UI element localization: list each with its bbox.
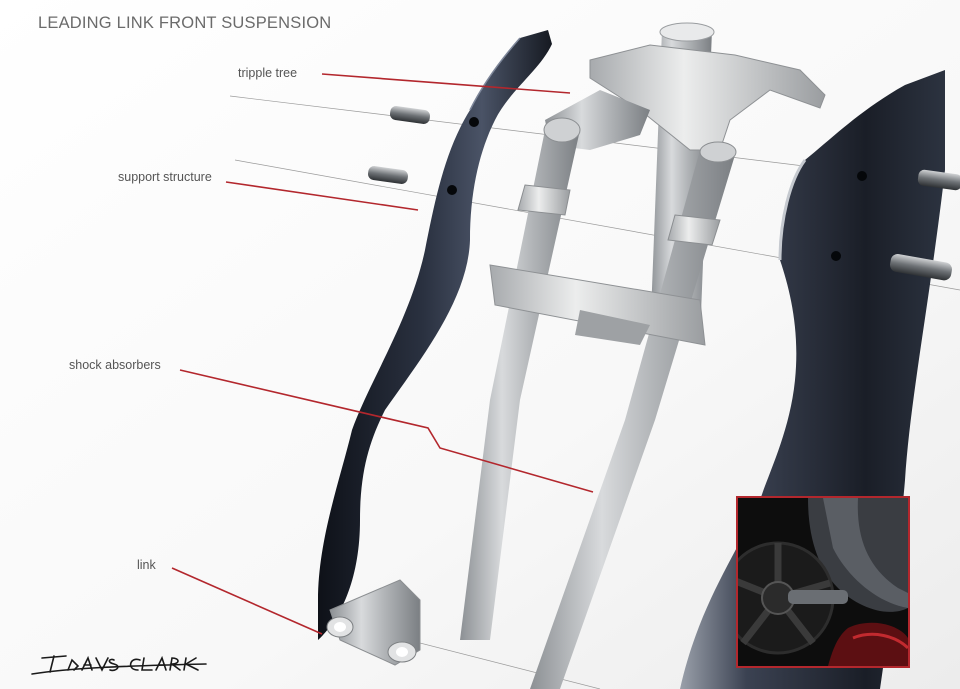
label-shock-absorbers: shock absorbers	[69, 358, 161, 372]
leader-line-tripple-tree	[321, 73, 571, 94]
diagram-title: LEADING LINK FRONT SUSPENSION	[38, 14, 332, 32]
lower-fork-clamp	[489, 264, 706, 346]
right-plate-hole-upper	[857, 171, 867, 181]
label-support-structure: support structure	[118, 170, 212, 184]
signature-icon	[31, 655, 207, 675]
right-plate-edge-highlight	[778, 159, 807, 261]
pin-upper-left	[389, 106, 431, 124]
shock-absorber-left	[460, 117, 581, 640]
steering-stem-top	[659, 22, 715, 42]
pin-lower-left	[367, 166, 409, 184]
right-plate-hole-lower	[831, 251, 841, 261]
leader-lines	[171, 73, 594, 635]
label-tripple-tree: tripple tree	[238, 66, 298, 80]
leader-line-shock-absorbers	[179, 369, 594, 493]
leading-link-arm	[326, 579, 421, 666]
left-support-plate	[318, 30, 552, 640]
left-plate-hole-upper	[469, 117, 479, 127]
wheel-hub-detail-inset	[736, 496, 910, 668]
label-link: link	[137, 558, 156, 572]
left-plate-hole-lower	[447, 185, 457, 195]
pin-upper-right	[917, 169, 960, 191]
wheel-hub-detail-icon	[738, 498, 908, 666]
left-plate-edge-highlight	[469, 37, 521, 111]
pin-lower-right	[890, 254, 952, 281]
axle-pins	[367, 106, 960, 281]
leader-line-link	[171, 567, 323, 635]
leader-line-support-structure	[225, 181, 419, 211]
shock-absorber-right	[530, 141, 737, 689]
lower-clamp-center	[575, 310, 650, 345]
